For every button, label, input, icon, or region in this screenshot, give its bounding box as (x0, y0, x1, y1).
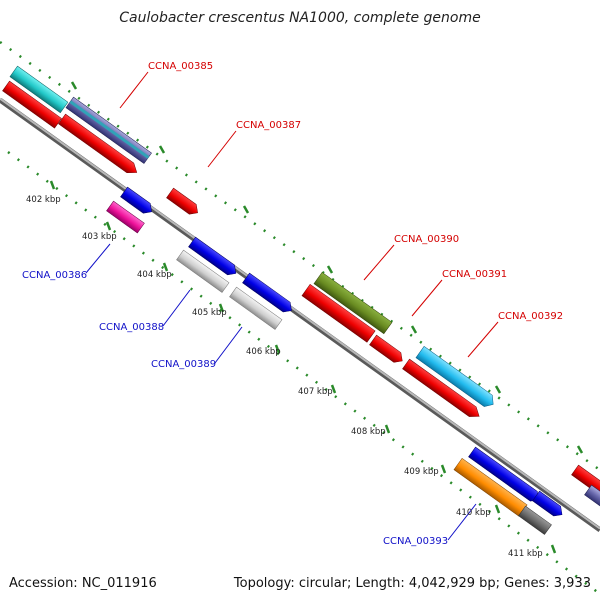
inner-ruler-dots (7, 150, 600, 596)
kbp-label-409: 409 kbp (404, 467, 439, 477)
gene-cyan-00384[interactable] (9, 65, 69, 114)
gene-label-ccna-00389[interactable]: CCNA_00389 (151, 359, 216, 370)
gene-label-ccna-00392[interactable]: CCNA_00392 (498, 311, 563, 322)
kbp-label-402: 402 kbp (26, 195, 61, 205)
gene-silver-00389[interactable] (229, 286, 283, 330)
map-title: Caulobacter crescentus NA1000, complete … (119, 10, 481, 26)
topology-info: Topology: circular; Length: 4,042,929 bp… (233, 576, 591, 591)
genome-backbone (0, 97, 600, 533)
gene-red-00394[interactable] (571, 464, 600, 502)
gene-blue-00389[interactable] (242, 272, 296, 315)
gene-olive-00390[interactable] (313, 271, 393, 335)
genome-backbone-highlight (0, 97, 600, 530)
gene-label-ccna-00385[interactable]: CCNA_00385 (148, 61, 213, 72)
gene-red-00392[interactable] (402, 358, 483, 421)
accession-info: Accession: NC_011916 (9, 576, 157, 591)
kbp-label-404: 404 kbp (137, 270, 172, 280)
gene-label-ccna-00388[interactable]: CCNA_00388 (99, 322, 164, 333)
kbp-label-408: 408 kbp (351, 427, 386, 437)
outer-ruler-dots (0, 40, 600, 472)
gene-blue-00393b[interactable] (532, 490, 566, 519)
kbp-label-410: 410 kbp (456, 508, 491, 518)
gene-red-00385[interactable] (58, 113, 141, 177)
kbp-label-407: 407 kbp (298, 387, 333, 397)
kbp-label-405: 405 kbp (192, 308, 227, 318)
gene-label-ccna-00387[interactable]: CCNA_00387 (236, 120, 301, 131)
gene-red-00384[interactable] (2, 80, 62, 129)
kbp-label-411: 411 kbp (508, 549, 543, 559)
gene-label-ccna-00393[interactable]: CCNA_00393 (383, 536, 448, 547)
gene-blue-00388[interactable] (188, 236, 240, 278)
gene-red-00387[interactable] (166, 187, 202, 218)
gene-red-00390[interactable] (301, 283, 376, 343)
gene-magenta-00386[interactable] (106, 200, 145, 234)
forward-callouts (119, 71, 499, 358)
kbp-label-403: 403 kbp (82, 232, 117, 242)
gene-label-ccna-00386[interactable]: CCNA_00386 (22, 270, 87, 281)
kbp-label-406: 406 kbp (246, 347, 281, 357)
gene-red-00391[interactable] (369, 334, 406, 366)
kbp-major-ticks (49, 180, 557, 554)
gene-label-ccna-00390[interactable]: CCNA_00390 (394, 234, 459, 245)
gene-label-ccna-00391[interactable]: CCNA_00391 (442, 269, 507, 280)
gene-gray-00393[interactable] (518, 505, 552, 535)
gene-sky-00392[interactable] (415, 345, 497, 410)
gene-silver-00388[interactable] (176, 249, 230, 293)
gene-blue-00386[interactable] (120, 186, 156, 217)
reverse-callouts (85, 243, 477, 541)
gene-slate-00385[interactable] (65, 96, 152, 164)
gene-navy-00394[interactable] (584, 484, 600, 513)
outer-major-ticks (70, 81, 584, 454)
